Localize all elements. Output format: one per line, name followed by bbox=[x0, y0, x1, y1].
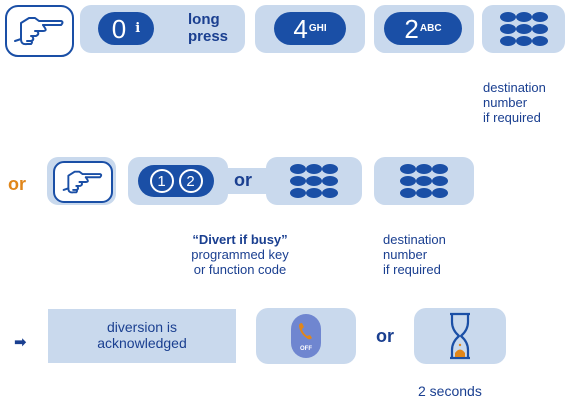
phone-off-key[interactable]: OFF bbox=[291, 314, 321, 358]
arrow-right-icon: ➡ bbox=[14, 334, 27, 351]
divert-key-tile: 1 2 bbox=[128, 157, 228, 205]
timer-tile bbox=[414, 308, 506, 364]
keypad-icon bbox=[290, 164, 338, 198]
destination-caption-1: destination number if required bbox=[483, 80, 546, 125]
key-four-letters: GHI bbox=[308, 23, 327, 34]
caption-line: or function code bbox=[193, 262, 287, 277]
long-press-label: long press bbox=[188, 11, 229, 45]
hourglass-icon bbox=[450, 312, 470, 360]
hand-tile-2 bbox=[47, 157, 116, 205]
caption-line: number bbox=[483, 95, 528, 110]
divert-key[interactable]: 1 2 bbox=[138, 165, 214, 197]
key-two[interactable]: 2 ABC bbox=[384, 12, 462, 45]
or-label-end: or bbox=[376, 326, 394, 346]
phone-off-icon bbox=[299, 323, 312, 340]
key-four-tile: 4 GHI bbox=[255, 5, 365, 53]
circle-two-key: 2 bbox=[178, 169, 203, 193]
message-line: acknowledged bbox=[97, 335, 187, 351]
key-four-digit: 4 bbox=[293, 13, 308, 44]
keypad-icon bbox=[400, 164, 448, 198]
key-zero-digit: 0 bbox=[111, 13, 127, 44]
hand-tile bbox=[5, 5, 74, 57]
caption-line: number bbox=[383, 247, 428, 262]
info-symbol: i bbox=[135, 21, 141, 36]
key-one-digit: 1 bbox=[157, 172, 166, 190]
key-two-tile: 2 ABC bbox=[374, 5, 474, 53]
message-line: diversion is bbox=[106, 319, 178, 335]
divert-caption: “Divert if busy” programmed key or funct… bbox=[170, 232, 310, 277]
diversion-message-tile: diversion is acknowledged bbox=[48, 309, 236, 363]
keypad-icon bbox=[500, 12, 548, 46]
key-two-digit: 2 bbox=[404, 13, 419, 44]
caption-line: destination bbox=[483, 80, 546, 95]
diversion-message: diversion is acknowledged bbox=[48, 319, 236, 351]
key-zero[interactable]: 0 i bbox=[98, 12, 154, 45]
keypad-tile-2 bbox=[266, 157, 362, 205]
pointing-hand-icon bbox=[14, 17, 64, 46]
circle-one-key: 1 bbox=[149, 169, 174, 193]
key-two-digit: 2 bbox=[186, 172, 195, 190]
or-label-middle: or bbox=[234, 170, 252, 190]
divert-if-busy-label: “Divert if busy” bbox=[192, 232, 288, 247]
caption-line: if required bbox=[483, 110, 541, 125]
off-label: OFF bbox=[300, 346, 312, 352]
caption-line: if required bbox=[383, 262, 441, 277]
pointing-hand-icon bbox=[62, 170, 103, 194]
key-four[interactable]: 4 GHI bbox=[274, 12, 346, 45]
keypad-tile-3 bbox=[374, 157, 474, 205]
caption-line: destination bbox=[383, 232, 446, 247]
or-label-start: or bbox=[8, 174, 26, 194]
key-zero-long-press-tile: 0 i long press bbox=[80, 5, 245, 53]
key-two-letters: ABC bbox=[419, 23, 442, 34]
caption-line: programmed key bbox=[191, 247, 289, 262]
hang-up-tile: OFF bbox=[256, 308, 356, 364]
keypad-tile-1 bbox=[482, 5, 565, 53]
or-connector-tile: or bbox=[228, 168, 266, 194]
destination-caption-2: destination number if required bbox=[383, 232, 446, 277]
timer-caption: 2 seconds bbox=[418, 383, 482, 399]
